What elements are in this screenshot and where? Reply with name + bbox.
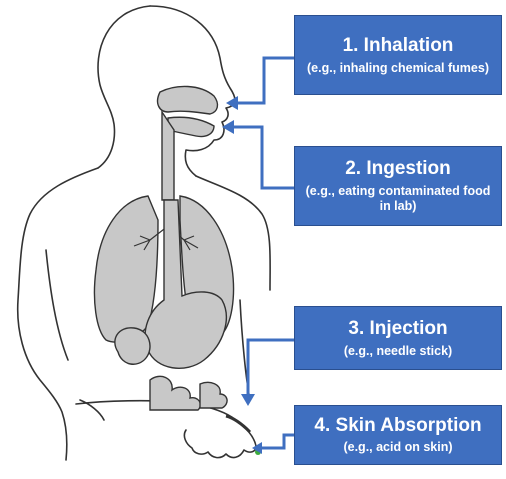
injection-title: 3. Injection <box>348 318 447 340</box>
ingestion-arrow <box>234 127 294 188</box>
inhalation-box: 1. Inhalation (e.g., inhaling chemical f… <box>294 15 502 95</box>
ingestion-example: (e.g., eating contaminated food in lab) <box>295 184 501 214</box>
inhalation-example: (e.g., inhaling chemical fumes) <box>303 61 493 76</box>
injection-example: (e.g., needle stick) <box>340 344 456 359</box>
skin-absorption-arrow <box>262 435 294 448</box>
ingestion-title: 2. Ingestion <box>345 158 451 180</box>
skin-absorption-box: 4. Skin Absorption (e.g., acid on skin) <box>294 405 502 465</box>
inhalation-title: 1. Inhalation <box>343 35 454 57</box>
injection-arrow <box>248 340 294 394</box>
ingestion-box: 2. Ingestion (e.g., eating contaminated … <box>294 146 502 226</box>
skin-absorption-example: (e.g., acid on skin) <box>339 440 456 455</box>
skin-absorption-title: 4. Skin Absorption <box>314 415 481 437</box>
injection-box: 3. Injection (e.g., needle stick) <box>294 306 502 370</box>
injection-arrowhead <box>241 394 255 406</box>
arrows <box>234 58 294 448</box>
inhalation-arrow <box>238 58 294 103</box>
airway <box>158 86 218 200</box>
